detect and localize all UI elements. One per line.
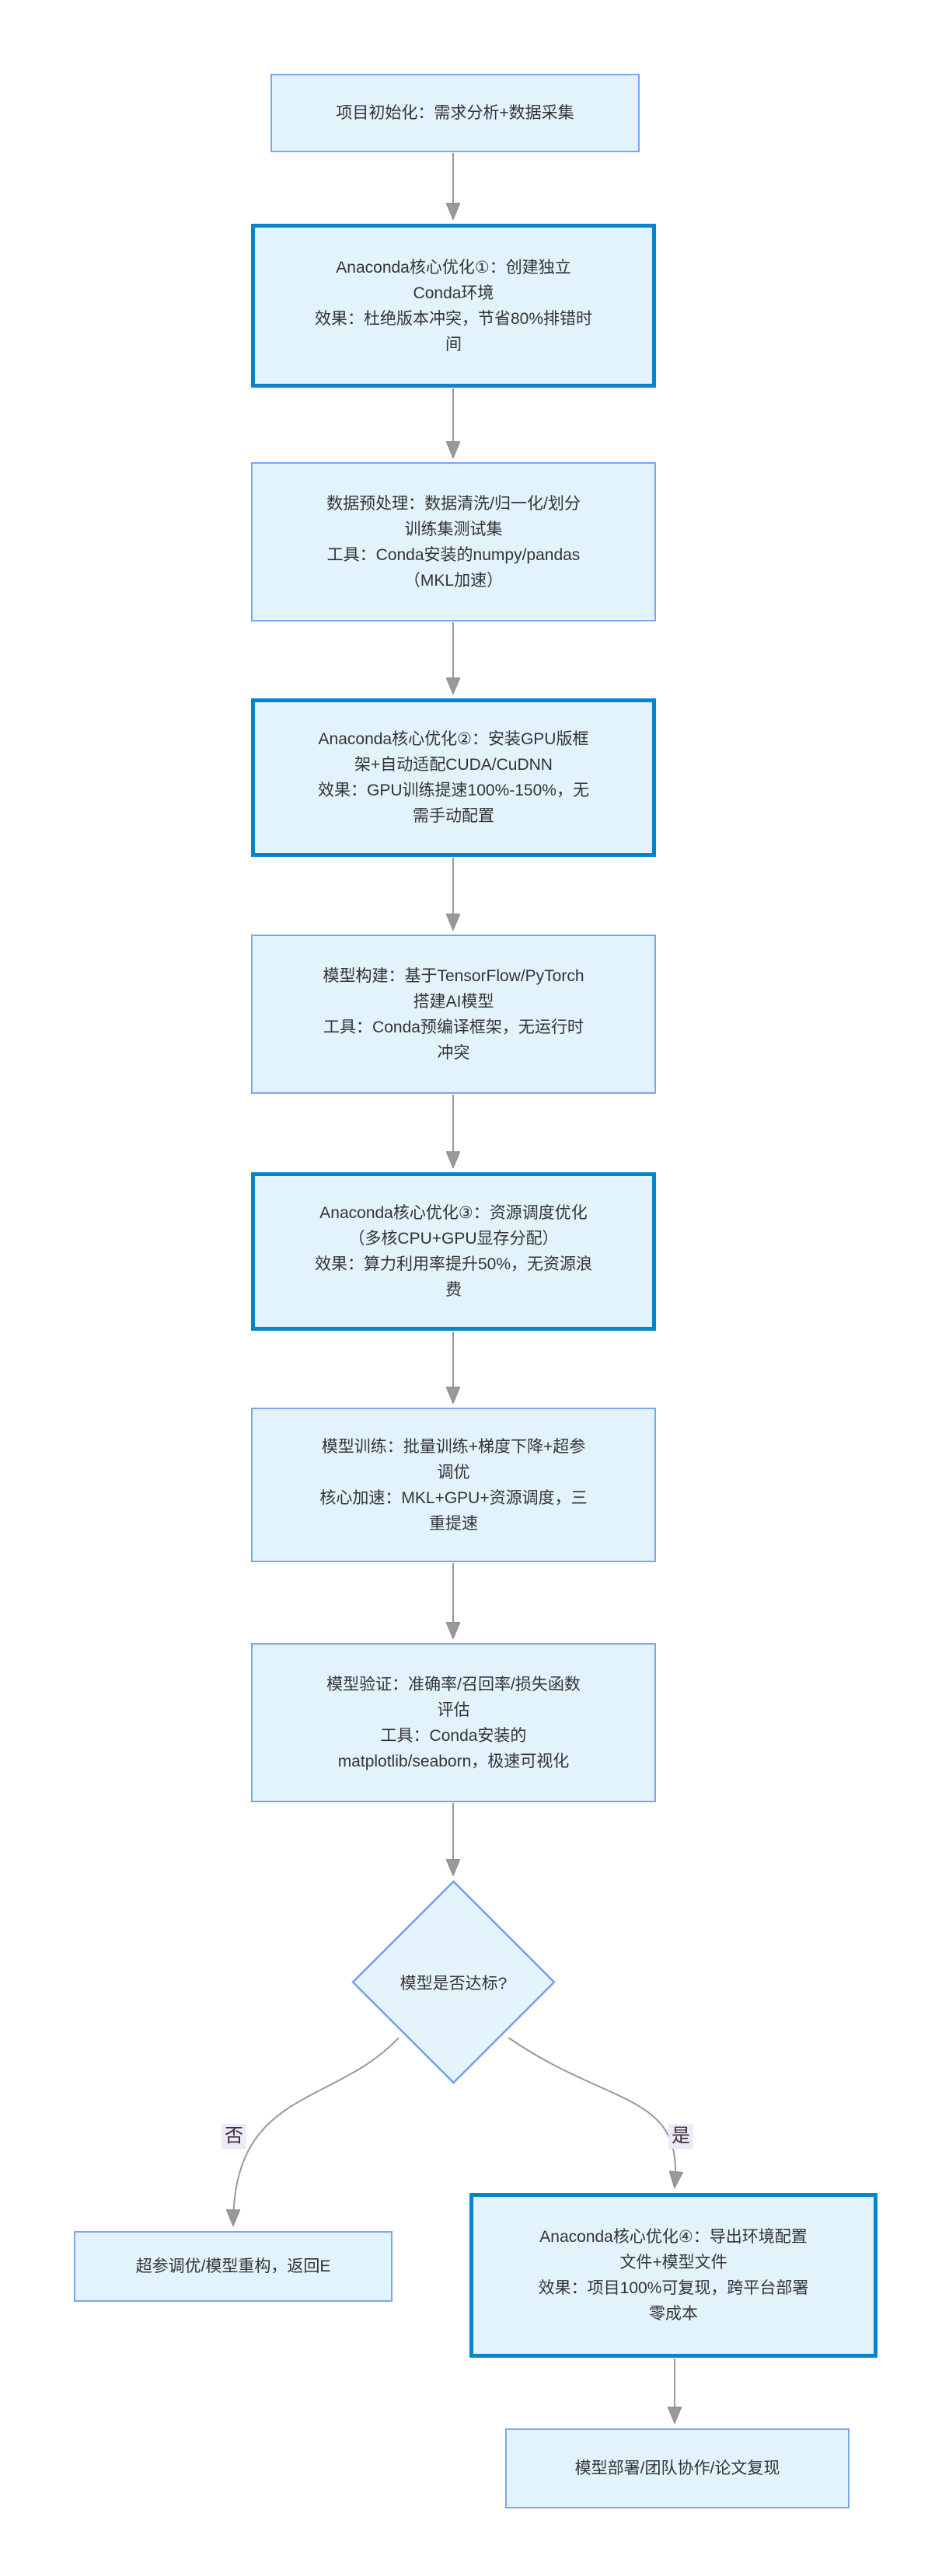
decision-diamond-shape: [351, 1880, 556, 2084]
node-label: 项目初始化：需求分析+数据采集: [336, 104, 574, 122]
node-label: 超参调优/模型重构，返回E: [135, 2257, 331, 2275]
edge-label-no: 否: [222, 2124, 246, 2149]
node-label: 模型验证：准确率/召回率/损失函数 评估 工具：Conda安装的 matplot…: [326, 1675, 581, 1770]
flow-node-anaconda-opt-2: Anaconda核心优化②：安装GPU版框 架+自动适配CUDA/CuDNN 效…: [251, 698, 656, 857]
flow-node-data-preprocess: 数据预处理：数据清洗/归一化/划分 训练集测试集 工具：Conda安装的nump…: [251, 462, 656, 621]
flow-node-deploy: 模型部署/团队协作/论文复现: [505, 2428, 850, 2508]
node-label: Anaconda核心优化④：导出环境配置 文件+模型文件 效果：项目100%可复…: [538, 2228, 809, 2323]
node-label: 模型训练：批量训练+梯度下降+超参 调优 核心加速：MKL+GPU+资源调度，三…: [319, 1437, 588, 1533]
flow-node-model-validate: 模型验证：准确率/召回率/损失函数 评估 工具：Conda安装的 matplot…: [251, 1643, 656, 1802]
flow-node-anaconda-opt-1: Anaconda核心优化①：创建独立 Conda环境 效果：杜绝版本冲突，节省8…: [251, 224, 656, 388]
node-label: Anaconda核心优化①：创建独立 Conda环境 效果：杜绝版本冲突，节省8…: [314, 258, 593, 353]
node-label: 模型是否达标?: [399, 1974, 508, 1993]
node-label: Anaconda核心优化②：安装GPU版框 架+自动适配CUDA/CuDNN 效…: [318, 730, 589, 825]
flow-node-model-build: 模型构建：基于TensorFlow/PyTorch 搭建AI模型 工具：Cond…: [251, 935, 656, 1094]
edge-label-yes: 是: [668, 2124, 693, 2149]
decision-model-pass: 模型是否达标?: [351, 1880, 556, 2084]
flow-node-anaconda-opt-3: Anaconda核心优化③：资源调度优化 （多核CPU+GPU显存分配） 效果：…: [251, 1172, 656, 1331]
node-label: 模型构建：基于TensorFlow/PyTorch 搭建AI模型 工具：Cond…: [323, 966, 584, 1062]
flow-node-project-init: 项目初始化：需求分析+数据采集: [270, 74, 640, 152]
node-label: Anaconda核心优化③：资源调度优化 （多核CPU+GPU显存分配） 效果：…: [314, 1204, 593, 1299]
node-label: 数据预处理：数据清洗/归一化/划分 训练集测试集 工具：Conda安装的nump…: [326, 494, 581, 590]
flow-node-retune: 超参调优/模型重构，返回E: [74, 2231, 393, 2302]
node-label: 模型部署/团队协作/论文复现: [574, 2459, 780, 2477]
flow-node-anaconda-opt-4: Anaconda核心优化④：导出环境配置 文件+模型文件 效果：项目100%可复…: [469, 2193, 877, 2358]
flow-node-model-train: 模型训练：批量训练+梯度下降+超参 调优 核心加速：MKL+GPU+资源调度，三…: [251, 1408, 656, 1562]
